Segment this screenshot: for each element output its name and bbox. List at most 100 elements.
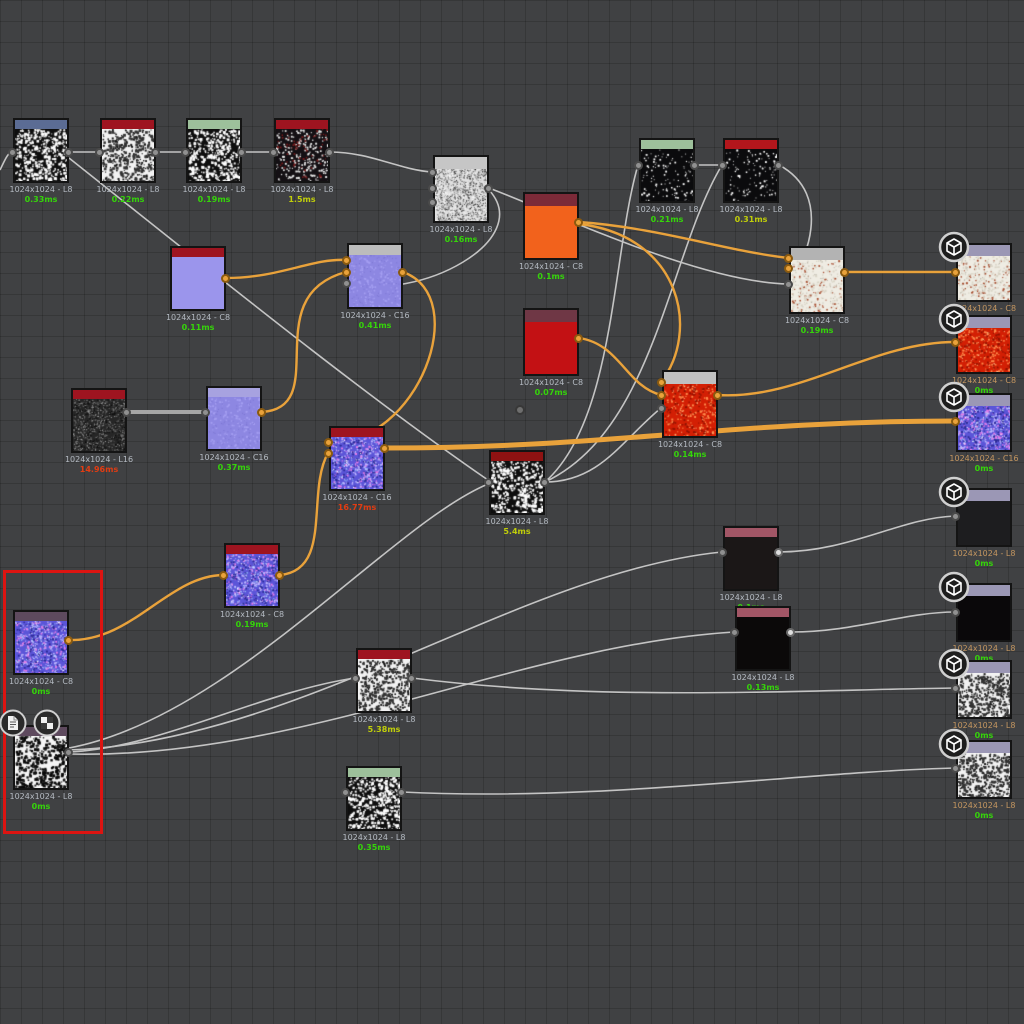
input-port[interactable] bbox=[657, 391, 666, 400]
node-thumbnail[interactable] bbox=[956, 393, 1012, 452]
node-thumbnail[interactable] bbox=[13, 118, 69, 183]
input-port[interactable] bbox=[951, 417, 960, 426]
output-port[interactable] bbox=[221, 274, 230, 283]
node-thumbnail[interactable] bbox=[329, 426, 385, 491]
graph-node-n22[interactable]: 1024x1024 - L8 0.35ms bbox=[341, 766, 406, 853]
graph-node-n18[interactable]: 1024x1024 - L8 0.1ms bbox=[718, 526, 783, 613]
output-port[interactable] bbox=[774, 161, 783, 170]
wire[interactable] bbox=[329, 151, 433, 173]
input-port[interactable] bbox=[428, 198, 437, 207]
output-port[interactable] bbox=[122, 408, 131, 417]
graph-node-n16[interactable]: 1024x1024 - L8 5.4ms bbox=[484, 450, 549, 537]
graph-node-n17[interactable]: 1024x1024 - C8 0.14ms bbox=[657, 370, 722, 460]
input-port[interactable] bbox=[341, 788, 350, 797]
input-port[interactable] bbox=[784, 264, 793, 273]
input-port[interactable] bbox=[951, 684, 960, 693]
wire[interactable] bbox=[544, 407, 662, 483]
wire[interactable] bbox=[578, 336, 662, 397]
input-port[interactable] bbox=[342, 279, 351, 288]
output-port[interactable] bbox=[325, 148, 334, 157]
wire[interactable] bbox=[261, 270, 347, 414]
output-port[interactable] bbox=[407, 674, 416, 683]
node-thumbnail[interactable] bbox=[523, 308, 579, 376]
node-thumbnail[interactable] bbox=[489, 450, 545, 515]
input-port[interactable] bbox=[342, 256, 351, 265]
graph-node-n1[interactable]: 1024x1024 - L8 0.33ms bbox=[8, 118, 73, 205]
input-port[interactable] bbox=[951, 764, 960, 773]
wire[interactable] bbox=[225, 258, 347, 280]
input-port[interactable] bbox=[718, 161, 727, 170]
node-thumbnail[interactable] bbox=[206, 386, 262, 451]
graph-node-o4[interactable]: 1024x1024 - L8 0ms bbox=[938, 476, 1015, 569]
node-thumbnail[interactable] bbox=[956, 315, 1012, 374]
input-port[interactable] bbox=[219, 571, 228, 580]
graph-node-o5[interactable]: 1024x1024 - L8 0ms bbox=[938, 571, 1015, 664]
graph-node-n9[interactable]: 1024x1024 - L8 0.31ms bbox=[718, 138, 783, 225]
input-port[interactable] bbox=[784, 280, 793, 289]
input-port[interactable] bbox=[951, 268, 960, 277]
node-thumbnail[interactable] bbox=[186, 118, 242, 183]
output-port[interactable] bbox=[398, 268, 407, 277]
node-thumbnail[interactable] bbox=[523, 192, 579, 260]
input-port[interactable] bbox=[181, 148, 190, 157]
output-port[interactable] bbox=[64, 636, 73, 645]
wire[interactable] bbox=[68, 677, 356, 753]
node-thumbnail[interactable] bbox=[356, 648, 412, 713]
node-thumbnail[interactable] bbox=[639, 138, 695, 203]
input-port[interactable] bbox=[351, 674, 360, 683]
input-port[interactable] bbox=[634, 161, 643, 170]
graph-node-n8[interactable]: 1024x1024 - L8 0.21ms bbox=[634, 138, 699, 225]
node-thumbnail[interactable] bbox=[347, 243, 403, 309]
wire[interactable] bbox=[68, 483, 489, 749]
node-thumbnail[interactable] bbox=[789, 246, 845, 314]
wire[interactable] bbox=[68, 573, 224, 642]
input-port[interactable] bbox=[784, 254, 793, 263]
output-port[interactable] bbox=[397, 788, 406, 797]
output-port[interactable] bbox=[64, 148, 73, 157]
output-port[interactable] bbox=[786, 628, 795, 637]
input-port[interactable] bbox=[324, 438, 333, 447]
graph-node-n15[interactable]: 1024x1024 - C16 16.77ms bbox=[322, 426, 392, 513]
wire[interactable] bbox=[717, 340, 956, 397]
node-thumbnail[interactable] bbox=[662, 370, 718, 438]
output-port[interactable] bbox=[257, 408, 266, 417]
wire[interactable] bbox=[401, 767, 956, 795]
graph-node-n21[interactable]: 1024x1024 - L8 5.38ms bbox=[351, 648, 416, 735]
input-port[interactable] bbox=[730, 628, 739, 637]
output-port[interactable] bbox=[840, 268, 849, 277]
node-thumbnail[interactable] bbox=[735, 606, 791, 671]
output-port[interactable] bbox=[540, 478, 549, 487]
output-port[interactable] bbox=[275, 571, 284, 580]
input-port[interactable] bbox=[428, 184, 437, 193]
wire[interactable] bbox=[488, 187, 789, 285]
graph-node-o2[interactable]: 1024x1024 - C8 0ms bbox=[938, 303, 1016, 396]
graph-node-n19[interactable]: 1024x1024 - L8 0.13ms bbox=[730, 606, 795, 693]
wire[interactable] bbox=[544, 164, 723, 483]
output-port[interactable] bbox=[380, 444, 389, 453]
graph-node-n4[interactable]: 1024x1024 - L8 1.5ms bbox=[269, 118, 334, 205]
output-port[interactable] bbox=[574, 218, 583, 227]
graph-node-n20[interactable]: 1024x1024 - C8 0.19ms bbox=[219, 543, 284, 630]
node-thumbnail[interactable] bbox=[71, 388, 127, 453]
input-port[interactable] bbox=[951, 512, 960, 521]
output-port[interactable] bbox=[574, 334, 583, 343]
node-thumbnail[interactable] bbox=[13, 610, 69, 675]
wire[interactable] bbox=[778, 515, 956, 553]
output-port[interactable] bbox=[690, 161, 699, 170]
input-port[interactable] bbox=[657, 404, 666, 413]
graph-node-n10[interactable]: 1024x1024 - C8 0.19ms bbox=[784, 246, 849, 336]
graph-node-n13[interactable]: 1024x1024 - L16 14.96ms bbox=[65, 388, 133, 475]
graph-node-n12[interactable]: 1024x1024 - C16 0.41ms bbox=[340, 243, 410, 331]
input-port[interactable] bbox=[95, 148, 104, 157]
graph-node-n7[interactable]: 1024x1024 - C8 0.07ms bbox=[519, 308, 583, 398]
input-port[interactable] bbox=[951, 608, 960, 617]
node-thumbnail[interactable] bbox=[13, 725, 69, 790]
output-port[interactable] bbox=[151, 148, 160, 157]
node-thumbnail[interactable] bbox=[346, 766, 402, 831]
wire[interactable] bbox=[578, 222, 682, 383]
node-thumbnail[interactable] bbox=[723, 526, 779, 591]
wire[interactable] bbox=[279, 452, 330, 577]
output-port[interactable] bbox=[237, 148, 246, 157]
wire[interactable] bbox=[411, 677, 956, 694]
